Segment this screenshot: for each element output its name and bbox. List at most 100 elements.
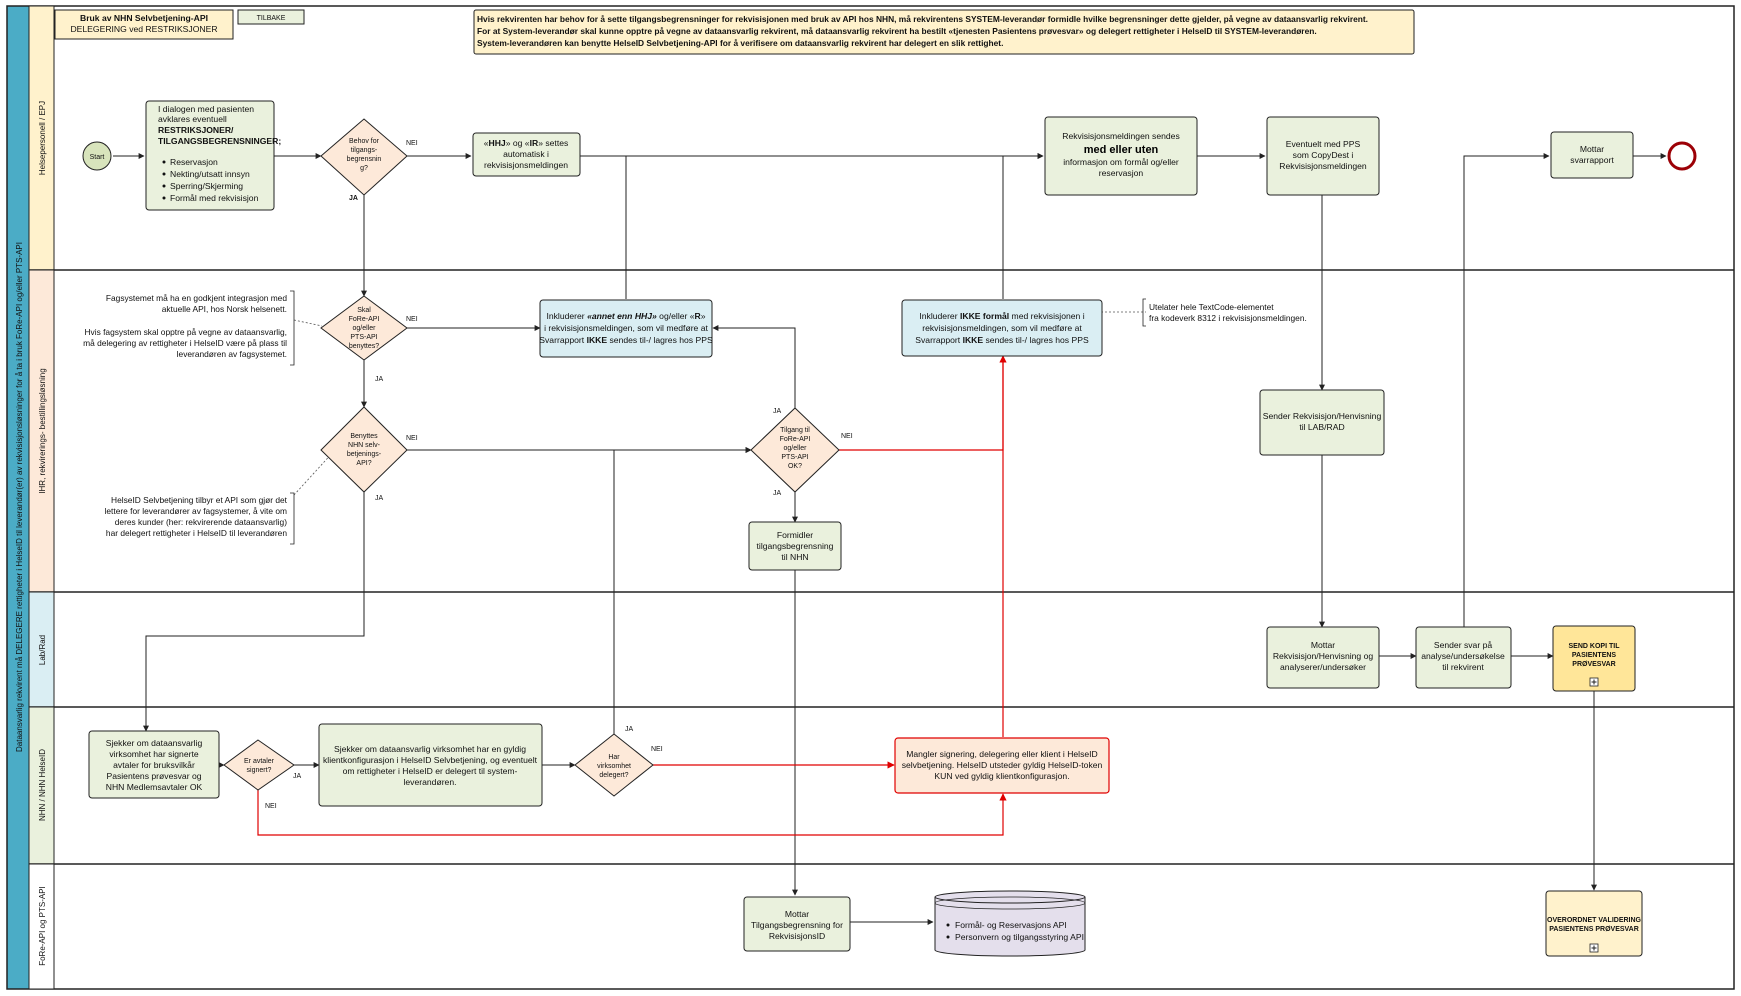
include-l1d: R bbox=[695, 311, 702, 321]
exclude-l1a: Inkluderer bbox=[919, 311, 960, 321]
label-avtaler-nei: NEI bbox=[265, 803, 277, 810]
hhj-q3: » settes bbox=[538, 138, 568, 148]
mangler-task: Mangler signering, delegering eller klie… bbox=[894, 737, 1110, 794]
diagram-title: Bruk av NHN Selvbetjening-API bbox=[80, 13, 208, 23]
info-note-line-2: For at System-leverandør skal kunne oppt… bbox=[477, 26, 1317, 36]
lane-title-5: FoRe-API og PTS-API bbox=[38, 886, 47, 966]
send-big: med eller uten bbox=[1084, 144, 1159, 156]
sjekk-klient-line-1: Sjekker om dataansvarlig virksomhet har … bbox=[334, 744, 526, 754]
sender-line-1: Sender Rekvisisjon/Henvisning bbox=[1263, 411, 1382, 421]
gateway-delegert-line-3: delegert? bbox=[599, 772, 628, 779]
pool: Dataansvarlig rekvirent må DELEGERE rett… bbox=[6, 5, 1735, 990]
pps-task: Eventuelt med PPS som CopyDest i Rekvisi… bbox=[1266, 116, 1380, 196]
label-delegert-nei: NEI bbox=[651, 746, 663, 753]
dialog-task: I dialogen med pasienten avklares eventu… bbox=[145, 100, 281, 211]
note-textcode-line-1: Utelater hele TextCode-elementet bbox=[1149, 302, 1274, 312]
sjekk-avtaler-task: Sjekker om dataansvarlig virksomhet har … bbox=[88, 730, 220, 799]
mangler-line-3: KUN ved gyldig klientkonfigurasjon. bbox=[934, 771, 1069, 781]
validering-subprocess[interactable]: OVERORDNET VALIDERING PASIENTENS PRØVESV… bbox=[1545, 890, 1643, 957]
gateway-avtaler-line-1: Er avtaler bbox=[244, 758, 275, 765]
mottar-lab-line-3: analyserer/undersøker bbox=[1280, 662, 1366, 672]
hhj-line-1: «HHJ» og «IR» settes bbox=[484, 138, 569, 148]
expand-icon[interactable] bbox=[1589, 677, 1599, 687]
lane-title-4: NHN / NHN HelseID bbox=[38, 749, 47, 821]
gateway-delegert-line-2: virksomhet bbox=[597, 763, 631, 770]
gateway-behov-line-4: g? bbox=[360, 165, 368, 172]
exclude-line-3: Svarrapport IKKE sendes til-/ lagres hos… bbox=[915, 335, 1089, 345]
kopi-line-3: PRØVESVAR bbox=[1572, 661, 1615, 668]
gateway-fore: Skal FoRe-API og/eller PTS-API benyttes? bbox=[320, 295, 408, 361]
lane-header-5 bbox=[28, 863, 55, 990]
db-item-2: Personvern og tilgangsstyring API bbox=[955, 932, 1084, 942]
gateway-behov-line-1: Behov for bbox=[349, 138, 380, 145]
gateway-behov-line-2: tilgangs- bbox=[351, 147, 378, 154]
svar-line-2: analyse/undersøkelse bbox=[1421, 651, 1505, 661]
diagram-subtitle: DELEGERING ved RESTRIKSJONER bbox=[70, 24, 217, 34]
dialog-line-2: avklares eventuell bbox=[158, 114, 227, 124]
sjekk-klient-line-2: klientkonfigurasjon i HelseID Selvbetjen… bbox=[323, 755, 538, 765]
annotation-links bbox=[293, 311, 1146, 496]
label-avtaler-ja: JA bbox=[293, 773, 302, 780]
hhj-line-3: rekvisisjonsmeldingen bbox=[484, 160, 568, 170]
gateway-avtaler-line-2: signert? bbox=[247, 767, 272, 774]
exclude-task: Inkluderer IKKE formål med rekvisisjonen… bbox=[901, 299, 1103, 357]
exclude-l3c: sendes til-/ lagres hos PPS bbox=[983, 335, 1089, 345]
note-helseid-line-4: har delegert rettigheter i HelseID til l… bbox=[106, 528, 287, 538]
kopi-line-2: PASIENTENS bbox=[1572, 652, 1617, 659]
dialog-bold-1: RESTRIKSJONER/ bbox=[158, 125, 234, 135]
lane-api: FoRe-API og PTS-API bbox=[28, 863, 55, 990]
sender-task: Sender Rekvisisjon/Henvisning til LAB/RA… bbox=[1259, 389, 1385, 456]
back-button[interactable]: TILBAKE bbox=[237, 9, 305, 25]
lane-labrad: Lab/Rad bbox=[28, 591, 1734, 708]
end-event bbox=[1667, 141, 1697, 171]
mottar-lab-line-2: Rekvisisjon/Henvisning og bbox=[1273, 651, 1374, 661]
pps-line-1: Eventuelt med PPS bbox=[1286, 139, 1361, 149]
note-integration-line-4: Hvis fagsystem skal opptre på vegne av d… bbox=[84, 327, 287, 337]
sjekk-avtaler-line-2: virksomhet har signerte bbox=[109, 749, 199, 759]
label-fore-ja: JA bbox=[375, 376, 384, 383]
include-line-2: i rekvisisjonsmeldingen, som vil medføre… bbox=[544, 323, 708, 333]
title-box: Bruk av NHN Selvbetjening-API DELEGERING… bbox=[54, 9, 234, 40]
gateway-fore-line-4: PTS-API bbox=[350, 334, 377, 341]
gateway-delegert: Har virksomhet delegert? bbox=[574, 733, 654, 797]
pool-title: Dataansvarlig rekvirent må DELEGERE rett… bbox=[15, 242, 24, 752]
dialog-bullet-4: Formål med rekvisisjon bbox=[170, 193, 259, 203]
back-button-label[interactable]: TILBAKE bbox=[257, 15, 286, 22]
note-helseid-line-3: deres kunder (her: rekvirerende dataansv… bbox=[115, 517, 287, 527]
pool-border bbox=[6, 5, 1735, 990]
sjekk-klient-line-4: leverandøren. bbox=[403, 777, 456, 787]
gateway-fore-line-3: og/eller bbox=[353, 325, 377, 332]
pps-line-3: Rekvisisjonsmeldingen bbox=[1279, 161, 1367, 171]
info-note-line-1: Hvis rekvirenten har behov for å sette t… bbox=[477, 14, 1368, 24]
sjekk-klient-line-3: om rettigheter i HelseID er delegert til… bbox=[343, 766, 518, 776]
pps-line-2: som CopyDest i bbox=[1293, 150, 1354, 160]
include-task: Inkluderer «annet enn HHJ» og/eller «R» … bbox=[539, 299, 713, 358]
sjekk-avtaler-line-3: avtaler for bruksvilkår bbox=[113, 760, 195, 770]
lane-helsepersonell: Helsepersonell / EPJ bbox=[28, 5, 1734, 271]
hhj-bold-1: HHJ bbox=[488, 138, 505, 148]
hhj-bold-2: IR bbox=[530, 138, 539, 148]
info-note: Hvis rekvirenten har behov for å sette t… bbox=[473, 9, 1415, 55]
lane-title-1: Helsepersonell / EPJ bbox=[38, 101, 47, 175]
label-behov-nei: NEI bbox=[406, 140, 418, 147]
mottar-api-line-2: Tilgangsbegrensning for bbox=[751, 920, 843, 930]
lane-header-4 bbox=[28, 706, 55, 865]
lane-header-2 bbox=[28, 269, 55, 593]
formidler-line-1: Formidler bbox=[777, 530, 813, 540]
lane-title-2: IHR, rekvirerings- bestillingsløsning bbox=[38, 368, 47, 493]
note-integration-line-1: Fagsystemet må ha en godkjent integrasjo… bbox=[106, 293, 287, 303]
expand-icon[interactable] bbox=[1589, 943, 1599, 953]
db-item-1: Formål- og Reservasjons API bbox=[955, 920, 1067, 930]
exclude-line-2: rekvisisjonsmeldingen, som vil medføre a… bbox=[922, 323, 1082, 333]
include-line-1: Inkluderer «annet enn HHJ» og/eller «R» bbox=[546, 311, 705, 321]
gateway-nhn-line-4: API? bbox=[356, 460, 371, 467]
send-task: Rekvisisjonsmeldingen sendes med eller u… bbox=[1044, 116, 1198, 196]
sjekk-avtaler-line-5: NHN Medlemsavtaler OK bbox=[106, 782, 203, 792]
note-integration-line-6: leverandøren av fagsystemet. bbox=[177, 349, 287, 359]
validering-line-1: OVERORDNET VALIDERING bbox=[1547, 917, 1642, 924]
error-connectors bbox=[257, 355, 1007, 836]
sjekk-klient-task: Sjekker om dataansvarlig virksomhet har … bbox=[318, 723, 543, 807]
kopi-subprocess[interactable]: SEND KOPI TIL PASIENTENS PRØVESVAR bbox=[1552, 625, 1636, 692]
gateway-behov: Behov for tilgangs- begrensnin g? bbox=[320, 118, 408, 196]
formidler-line-3: til NHN bbox=[781, 552, 808, 562]
